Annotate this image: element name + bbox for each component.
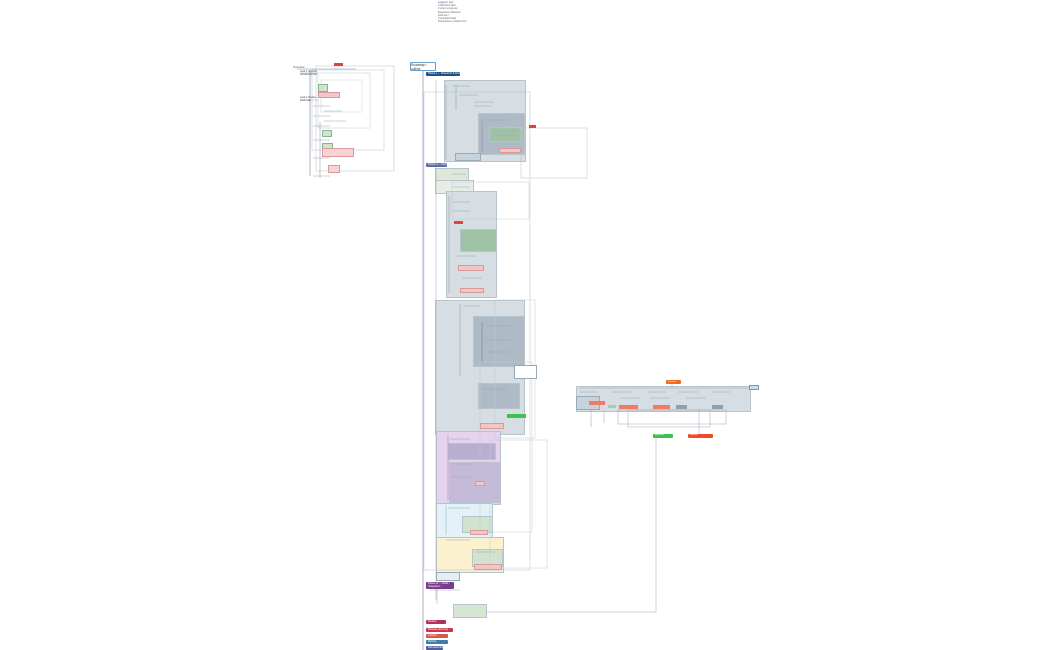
right-cluster-gray [676,405,687,409]
right-cluster-green-mini [608,405,616,408]
root-label: Roadmap / outline [411,62,427,71]
legend-title: Legend / Key [438,1,454,4]
pink-note [480,423,504,429]
legend-item: Risk item [438,13,449,17]
right-cluster-red [619,405,638,409]
left-tree-flag [334,63,343,66]
info-box [514,365,537,379]
pink-note [475,481,485,486]
zone-design-green [460,229,497,252]
zone-build-dark [473,316,525,367]
legend-item: Unfinished plan [438,4,456,8]
left-tree-green [322,130,332,137]
left-tree-title: Overview [293,65,305,69]
section-research[interactable]: Phase I — Research & Discovery [426,72,467,76]
zone-build-b [478,383,520,409]
section-launch[interactable]: Launch [426,634,448,638]
left-tree-pink [322,148,354,157]
zone-violet-a [448,443,496,460]
legend-item: Current progress [438,7,458,11]
right-cluster-red [653,405,670,409]
legend-item: Dependency relation link [438,20,467,24]
section-design[interactable]: Phase II — Design [426,163,450,167]
pink-note [499,148,521,153]
section-build[interactable]: Phase III — Build / Integration [426,582,454,589]
red-tag [454,221,463,224]
legend-item: Completed task [438,17,457,21]
section-release[interactable]: Release planning [426,628,453,632]
right-cluster-blue [749,385,759,390]
risk-flag [529,125,536,128]
info-box [455,153,481,161]
left-tree-green [318,84,328,92]
left-tree-pink [318,92,340,98]
section-metrics[interactable]: Metrics [426,640,448,644]
left-tree-goal-1: Goal 1: Improve onboarding flow [300,70,318,76]
pink-note [460,288,484,293]
legend-item: Expected milestone [438,10,461,14]
pink-note [470,530,488,535]
section-review[interactable]: Review [426,620,446,624]
green-tag [507,414,526,418]
info-box [436,572,460,581]
pink-note [474,564,502,570]
left-tree-goal-2: Goal 2: Reduce churn rate [300,96,317,102]
zone-bottom-green [453,604,487,618]
right-cluster-gray [712,405,723,409]
right-cluster-flag[interactable]: Decision [666,380,681,384]
rejected-tag[interactable]: Rejected [688,434,713,438]
right-cluster-red [589,401,605,405]
left-tree-pink [328,165,340,173]
legend: Legend / Key Unfinished plan Current pro… [438,1,466,24]
pink-note [458,265,484,271]
approved-tag[interactable]: Approved [653,434,673,438]
root-node[interactable]: Roadmap / outline [410,62,436,71]
section-retro[interactable]: Retrospective [426,646,444,650]
